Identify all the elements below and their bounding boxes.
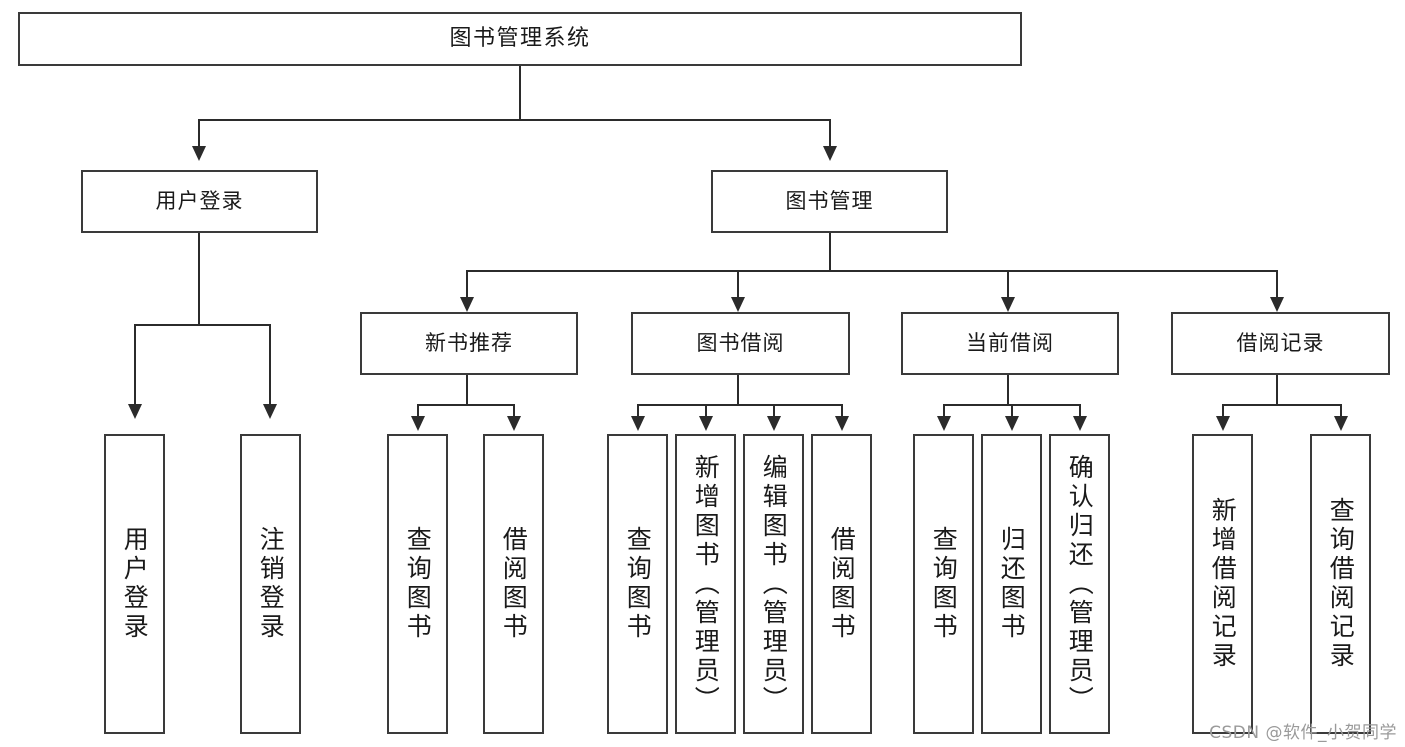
connector-book-borrow-drop-2 bbox=[705, 404, 707, 416]
arrowhead-book-borrow-2 bbox=[699, 416, 713, 431]
arrowhead-current-borrow-2 bbox=[1005, 416, 1019, 431]
connector-user-login-bus bbox=[134, 324, 270, 326]
node-label: 查询图书 bbox=[403, 526, 433, 642]
arrowhead-records-2 bbox=[1334, 416, 1348, 431]
connector-records-stem bbox=[1276, 375, 1278, 405]
node-borrow-records[interactable]: 借阅记录 bbox=[1171, 312, 1390, 375]
arrowhead-book-borrow-3 bbox=[767, 416, 781, 431]
connector-book-borrow-drop-1 bbox=[637, 404, 639, 416]
connector-book-borrow-bus bbox=[637, 404, 843, 406]
node-label: 借阅图书 bbox=[827, 526, 857, 642]
node-label: 查询借阅记录 bbox=[1326, 497, 1356, 671]
arrowhead-current-borrow-1 bbox=[937, 416, 951, 431]
leaf-add-book-admin[interactable]: 新增图书（管理员） bbox=[675, 434, 736, 734]
leaf-add-borrow-record[interactable]: 新增借阅记录 bbox=[1192, 434, 1253, 734]
node-label: 借阅记录 bbox=[1236, 331, 1325, 355]
connector-level3-drop-2 bbox=[737, 270, 739, 297]
watermark-text: CSDN @软件_小贺同学 bbox=[1209, 723, 1397, 743]
node-label: 查询图书 bbox=[623, 526, 653, 642]
node-root-system[interactable]: 图书管理系统 bbox=[18, 12, 1022, 66]
connector-records-drop-2 bbox=[1340, 404, 1342, 416]
connector-book-borrow-drop-4 bbox=[841, 404, 843, 416]
arrowhead-book-borrow-4 bbox=[835, 416, 849, 431]
arrowhead-level3-4 bbox=[1270, 297, 1284, 312]
arrowhead-book-borrow-1 bbox=[631, 416, 645, 431]
connector-level2-drop-2 bbox=[829, 119, 831, 146]
leaf-return-book[interactable]: 归还图书 bbox=[981, 434, 1042, 734]
leaf-borrow-book-new[interactable]: 借阅图书 bbox=[483, 434, 544, 734]
connector-user-login-drop-2 bbox=[269, 324, 271, 404]
connector-book-borrow-stem bbox=[737, 375, 739, 405]
node-label: 用户登录 bbox=[155, 189, 244, 213]
connector-level3-drop-1 bbox=[466, 270, 468, 297]
connector-new-book-drop-2 bbox=[513, 404, 515, 416]
connector-user-login-drop-1 bbox=[134, 324, 136, 404]
connector-current-borrow-drop-3 bbox=[1079, 404, 1081, 416]
connector-level2-drop-1 bbox=[198, 119, 200, 146]
node-label: 新书推荐 bbox=[425, 331, 513, 355]
leaf-logout[interactable]: 注销登录 bbox=[240, 434, 301, 734]
node-current-borrow[interactable]: 当前借阅 bbox=[901, 312, 1119, 375]
arrowhead-level2-2 bbox=[823, 146, 837, 161]
node-label: 当前借阅 bbox=[966, 331, 1054, 355]
connector-records-bus bbox=[1222, 404, 1341, 406]
arrowhead-new-book-1 bbox=[411, 416, 425, 431]
connector-book-mgmt-stem bbox=[829, 233, 831, 271]
node-label: 图书借阅 bbox=[696, 331, 785, 355]
connector-level3-drop-4 bbox=[1276, 270, 1278, 297]
connector-new-book-drop-1 bbox=[417, 404, 419, 416]
arrowhead-user-login-2 bbox=[263, 404, 277, 419]
leaf-query-book-new[interactable]: 查询图书 bbox=[387, 434, 448, 734]
connector-records-drop-1 bbox=[1222, 404, 1224, 416]
leaf-query-book-current[interactable]: 查询图书 bbox=[913, 434, 974, 734]
connector-new-book-stem bbox=[466, 375, 468, 405]
connector-root-stem bbox=[519, 66, 521, 120]
node-label: 图书管理 bbox=[785, 189, 874, 213]
node-label: 图书管理系统 bbox=[449, 26, 591, 51]
connector-new-book-bus bbox=[417, 404, 514, 406]
node-label: 查询图书 bbox=[929, 526, 959, 642]
arrowhead-level3-2 bbox=[731, 297, 745, 312]
arrowhead-new-book-2 bbox=[507, 416, 521, 431]
node-label: 编辑图书（管理员） bbox=[759, 453, 789, 715]
leaf-query-borrow-record[interactable]: 查询借阅记录 bbox=[1310, 434, 1371, 734]
node-label: 归还图书 bbox=[997, 526, 1027, 642]
node-label: 用户登录 bbox=[120, 526, 150, 642]
node-label: 确认归还（管理员） bbox=[1065, 453, 1095, 715]
connector-level2-bus bbox=[198, 119, 831, 121]
leaf-confirm-return-admin[interactable]: 确认归还（管理员） bbox=[1049, 434, 1110, 734]
arrowhead-records-1 bbox=[1216, 416, 1230, 431]
connector-current-borrow-drop-2 bbox=[1011, 404, 1013, 416]
node-label: 新增借阅记录 bbox=[1208, 497, 1238, 671]
node-book-borrow[interactable]: 图书借阅 bbox=[631, 312, 850, 375]
arrowhead-current-borrow-3 bbox=[1073, 416, 1087, 431]
node-book-management[interactable]: 图书管理 bbox=[711, 170, 948, 233]
connector-current-borrow-stem bbox=[1007, 375, 1009, 405]
connector-book-borrow-drop-3 bbox=[773, 404, 775, 416]
connector-level3-drop-3 bbox=[1007, 270, 1009, 297]
leaf-user-login[interactable]: 用户登录 bbox=[104, 434, 165, 734]
node-label: 新增图书（管理员） bbox=[691, 453, 721, 715]
connector-current-borrow-drop-1 bbox=[943, 404, 945, 416]
arrowhead-level3-1 bbox=[460, 297, 474, 312]
leaf-query-book-borrow[interactable]: 查询图书 bbox=[607, 434, 668, 734]
node-label: 注销登录 bbox=[256, 526, 286, 642]
arrowhead-level3-3 bbox=[1001, 297, 1015, 312]
connector-user-login-stem bbox=[198, 233, 200, 325]
arrowhead-user-login-1 bbox=[128, 404, 142, 419]
node-label: 借阅图书 bbox=[499, 526, 529, 642]
connector-level3-bus bbox=[466, 270, 1276, 272]
node-user-login[interactable]: 用户登录 bbox=[81, 170, 318, 233]
arrowhead-level2-1 bbox=[192, 146, 206, 161]
leaf-borrow-book[interactable]: 借阅图书 bbox=[811, 434, 872, 734]
leaf-edit-book-admin[interactable]: 编辑图书（管理员） bbox=[743, 434, 804, 734]
node-new-book-recommend[interactable]: 新书推荐 bbox=[360, 312, 578, 375]
